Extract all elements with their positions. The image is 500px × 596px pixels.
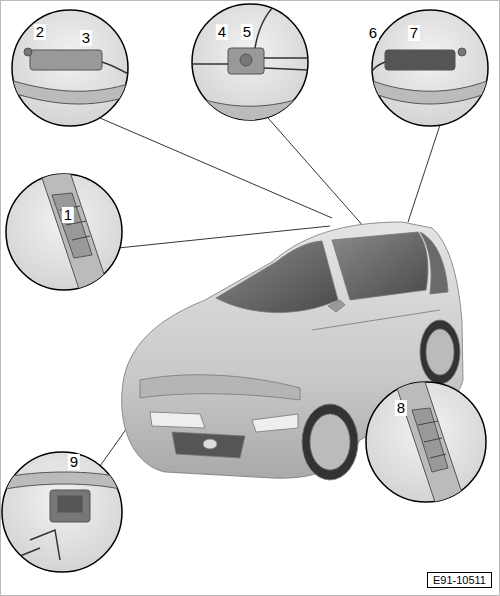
callout-number: 8 [395,400,407,416]
figure-code: E91-10511 [433,574,486,586]
callout-number: 4 [216,24,228,40]
callout-number: 1 [62,207,74,223]
callout-number: 3 [80,30,92,46]
detail-views [0,4,490,572]
callout-number: 9 [68,454,80,470]
figure-code-box: E91-10511 [427,572,492,588]
callout-number: 5 [241,24,253,40]
callout-number: 2 [34,24,46,40]
callout-number: 7 [408,25,420,41]
callout-number: 6 [367,25,379,41]
